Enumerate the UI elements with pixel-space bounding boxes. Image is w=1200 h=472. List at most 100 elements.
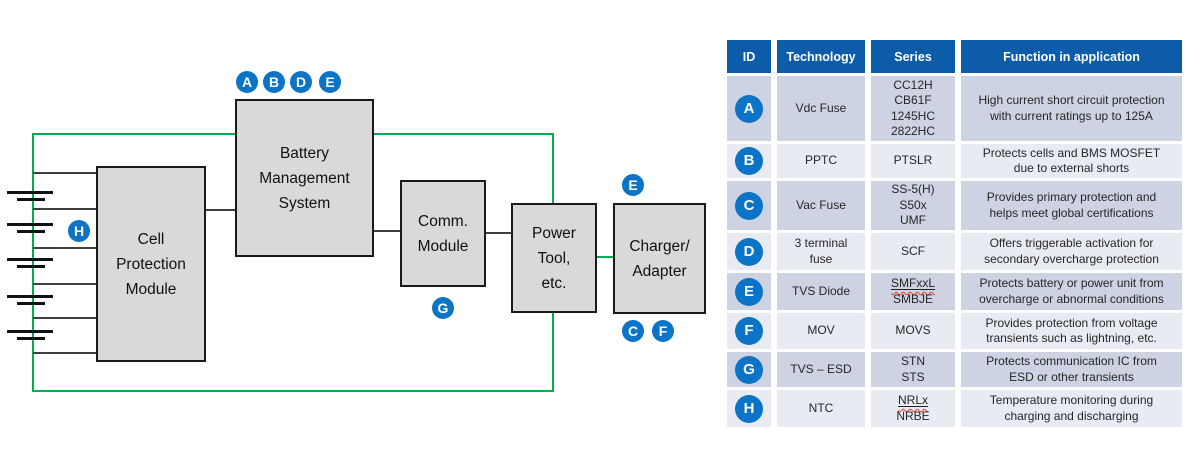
series-cell: PTSLR bbox=[871, 144, 955, 178]
row-id-badge: C bbox=[735, 191, 763, 220]
series-cell: MOVS bbox=[871, 313, 955, 349]
battery-cell-plate-long bbox=[7, 295, 53, 298]
cell-tap-wire bbox=[33, 283, 96, 285]
battery-cell-plate-long bbox=[7, 223, 53, 226]
series-value: CB61F bbox=[894, 93, 932, 108]
green-loop-bottom-wire bbox=[32, 390, 554, 392]
id-cell: A bbox=[727, 76, 771, 141]
badge-h-icon: H bbox=[68, 220, 90, 242]
row-id-badge: E bbox=[735, 277, 763, 306]
id-cell: C bbox=[727, 181, 771, 230]
cell-tap-wire bbox=[33, 208, 96, 210]
bms-to-comm-wire bbox=[374, 230, 400, 232]
comm-to-powertool-wire bbox=[486, 232, 511, 234]
badge-b-icon: B bbox=[263, 71, 285, 93]
id-cell: F bbox=[727, 313, 771, 349]
series-value: SMBJE bbox=[892, 291, 933, 306]
badge-d-icon: D bbox=[290, 71, 312, 93]
power-tool-block: Power Tool, etc. bbox=[511, 203, 597, 313]
function-cell: Protects communication IC from ESD or ot… bbox=[961, 352, 1182, 387]
cell-tap-wire bbox=[33, 317, 96, 319]
technology-cell: MOV bbox=[777, 313, 865, 349]
battery-cell-plate-short bbox=[17, 265, 45, 268]
cpm-to-bms-wire bbox=[206, 209, 235, 211]
comm-module-block: Comm. Module bbox=[400, 180, 486, 287]
cell-tap-wire bbox=[33, 352, 96, 354]
cell-tap-wire bbox=[33, 172, 96, 174]
row-id-badge: H bbox=[735, 394, 763, 423]
series-value: STN bbox=[901, 354, 925, 369]
table-row: D 3 terminal fuse SCF Offers triggerable ac… bbox=[727, 233, 1182, 270]
battery-cell-plate-short bbox=[17, 337, 45, 340]
technology-cell: 3 terminal fuse bbox=[777, 233, 865, 270]
function-cell: High current short circuit protection wi… bbox=[961, 76, 1182, 141]
function-cell: Provides protection from voltage transie… bbox=[961, 313, 1182, 349]
series-value: MOVS bbox=[895, 323, 931, 338]
battery-cell-plate-short bbox=[17, 302, 45, 305]
technology-cell: NTC bbox=[777, 390, 865, 427]
green-charger-wire bbox=[597, 256, 614, 258]
series-value: SMFxxL bbox=[891, 276, 935, 291]
series-cell: SCF bbox=[871, 233, 955, 270]
function-cell: Offers triggerable activation for second… bbox=[961, 233, 1182, 270]
battery-cell-plate-short bbox=[17, 230, 45, 233]
charger-adapter-block: Charger/ Adapter bbox=[613, 203, 706, 314]
series-value: STS bbox=[901, 369, 925, 384]
function-cell: Temperature monitoring during charging a… bbox=[961, 390, 1182, 427]
row-id-badge: D bbox=[735, 237, 763, 266]
badge-a-icon: A bbox=[236, 71, 258, 93]
function-cell: Protects battery or power unit from over… bbox=[961, 273, 1182, 310]
component-table: ID Technology Series Function in applica… bbox=[727, 40, 1182, 427]
technology-cell: PPTC bbox=[777, 144, 865, 178]
series-value: PTSLR bbox=[893, 153, 933, 168]
badge-e-charger-icon: E bbox=[622, 174, 644, 196]
id-cell: G bbox=[727, 352, 771, 387]
series-value: SS-5(H) bbox=[891, 182, 935, 197]
technology-cell: TVS Diode bbox=[777, 273, 865, 310]
series-value: NRLx bbox=[898, 393, 928, 408]
series-value: NRBE bbox=[896, 408, 930, 423]
cell-protection-module-block: Cell Protection Module bbox=[96, 166, 206, 362]
cell-tap-wire bbox=[33, 247, 96, 249]
series-value: S50x bbox=[899, 197, 927, 212]
battery-cell-plate-long bbox=[7, 191, 53, 194]
technology-cell: Vac Fuse bbox=[777, 181, 865, 230]
row-id-badge: A bbox=[735, 94, 763, 123]
battery-cell-plate-long bbox=[7, 258, 53, 261]
function-cell: Protects cells and BMS MOSFET due to ext… bbox=[961, 144, 1182, 178]
id-cell: H bbox=[727, 390, 771, 427]
badge-c-icon: C bbox=[622, 320, 644, 342]
badge-g-icon: G bbox=[432, 297, 454, 319]
series-value: 2822HC bbox=[890, 123, 936, 138]
series-value: 1245HC bbox=[890, 108, 936, 123]
series-value: SCF bbox=[901, 243, 925, 258]
id-cell: B bbox=[727, 144, 771, 178]
id-cell: E bbox=[727, 273, 771, 310]
technology-cell: TVS – ESD bbox=[777, 352, 865, 387]
badge-e-bms-icon: E bbox=[319, 71, 341, 93]
series-value: CC12H bbox=[893, 77, 933, 92]
series-value-underlined: NRLx bbox=[897, 393, 928, 408]
series-value: UMF bbox=[900, 213, 926, 228]
battery-cell-plate-short bbox=[17, 198, 45, 201]
row-id-badge: G bbox=[735, 355, 763, 384]
green-loop-left-wire bbox=[32, 133, 34, 392]
battery-cell-plate-long bbox=[7, 330, 53, 333]
function-cell: Provides primary protection and helps me… bbox=[961, 181, 1182, 230]
badge-f-icon: F bbox=[652, 320, 674, 342]
technology-cell: Vdc Fuse bbox=[777, 76, 865, 141]
header-series: Series bbox=[871, 40, 955, 73]
battery-management-system-block: Battery Management System bbox=[235, 99, 374, 257]
